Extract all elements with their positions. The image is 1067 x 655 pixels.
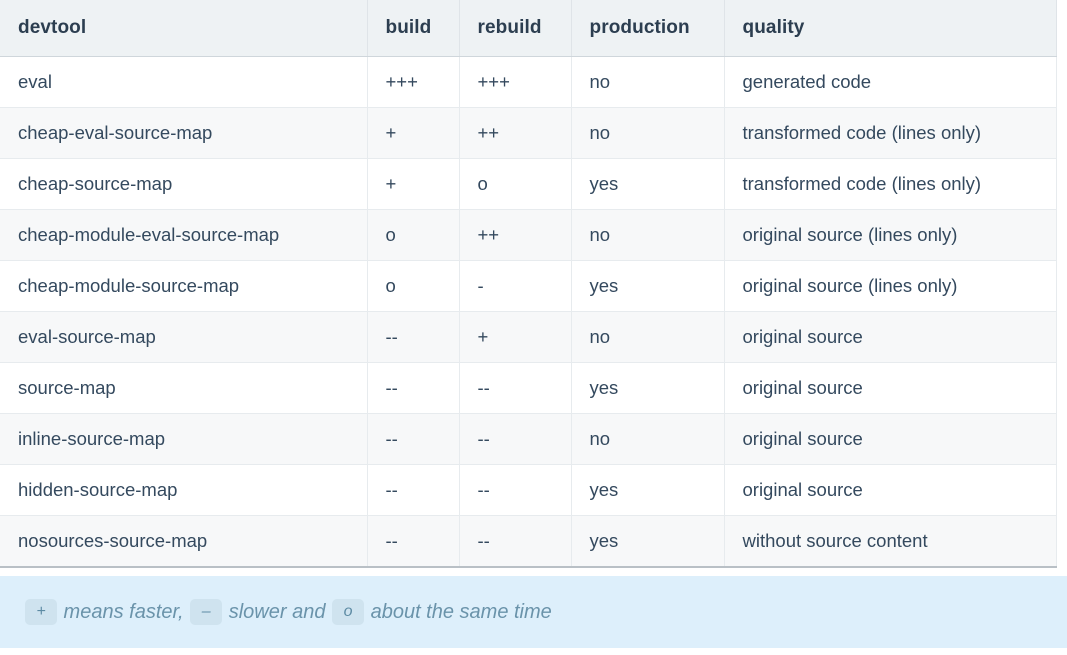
cell-build: --	[367, 464, 460, 516]
cell-rebuild: -	[459, 260, 572, 312]
cell-devtool: cheap-module-eval-source-map	[0, 209, 368, 261]
cell-rebuild: --	[459, 515, 572, 568]
devtool-table-container: devtool build rebuild production quality…	[0, 0, 1057, 568]
cell-rebuild: +++	[459, 56, 572, 108]
cell-devtool: source-map	[0, 362, 368, 414]
cell-devtool: nosources-source-map	[0, 515, 368, 568]
cell-production: no	[571, 209, 725, 261]
column-header-rebuild[interactable]: rebuild	[459, 0, 572, 57]
cell-production: no	[571, 311, 725, 363]
cell-rebuild: --	[459, 413, 572, 465]
cell-quality: without source content	[724, 515, 1057, 568]
legend-text-faster: means faster,	[58, 601, 190, 623]
cell-rebuild: ++	[459, 209, 572, 261]
cell-quality: original source	[724, 311, 1057, 363]
cell-production: yes	[571, 260, 725, 312]
cell-quality: original source (lines only)	[724, 209, 1057, 261]
column-header-production[interactable]: production	[571, 0, 725, 57]
cell-devtool: inline-source-map	[0, 413, 368, 465]
cell-production: yes	[571, 158, 725, 210]
cell-quality: original source	[724, 362, 1057, 414]
cell-build: +	[367, 158, 460, 210]
cell-quality: transformed code (lines only)	[724, 107, 1057, 159]
cell-build: --	[367, 413, 460, 465]
cell-rebuild: ++	[459, 107, 572, 159]
legend-text-slower: slower and	[223, 601, 332, 623]
column-header-build[interactable]: build	[367, 0, 460, 57]
legend-badge-plus: +	[25, 599, 57, 625]
cell-devtool: cheap-eval-source-map	[0, 107, 368, 159]
table-header: devtool build rebuild production quality	[0, 0, 1057, 57]
devtool-comparison-table: devtool build rebuild production quality…	[0, 0, 1057, 568]
cell-devtool: hidden-source-map	[0, 464, 368, 516]
cell-rebuild: +	[459, 311, 572, 363]
column-header-devtool[interactable]: devtool	[0, 0, 368, 57]
cell-build: --	[367, 311, 460, 363]
cell-quality: original source (lines only)	[724, 260, 1057, 312]
cell-rebuild: --	[459, 362, 572, 414]
cell-devtool: eval	[0, 56, 368, 108]
cell-production: no	[571, 107, 725, 159]
cell-build: o	[367, 260, 460, 312]
cell-production: yes	[571, 464, 725, 516]
cell-production: yes	[571, 362, 725, 414]
cell-build: --	[367, 515, 460, 568]
cell-production: no	[571, 56, 725, 108]
cell-build: o	[367, 209, 460, 261]
legend-note-text: + means faster, – slower and o about the…	[24, 599, 552, 625]
cell-quality: transformed code (lines only)	[724, 158, 1057, 210]
legend-badge-o: o	[332, 599, 365, 625]
cell-quality: original source	[724, 464, 1057, 516]
cell-production: yes	[571, 515, 725, 568]
cell-devtool: cheap-module-source-map	[0, 260, 368, 312]
cell-quality: original source	[724, 413, 1057, 465]
legend-text-same: about the same time	[365, 601, 552, 623]
legend-note: + means faster, – slower and o about the…	[0, 576, 1067, 648]
cell-devtool: eval-source-map	[0, 311, 368, 363]
cell-devtool: cheap-source-map	[0, 158, 368, 210]
cell-quality: generated code	[724, 56, 1057, 108]
cell-rebuild: --	[459, 464, 572, 516]
table-header-row: devtool build rebuild production quality	[0, 0, 1057, 57]
cell-build: +++	[367, 56, 460, 108]
cell-rebuild: o	[459, 158, 572, 210]
cell-build: --	[367, 362, 460, 414]
cell-build: +	[367, 107, 460, 159]
column-header-quality[interactable]: quality	[724, 0, 1057, 57]
legend-badge-minus: –	[190, 599, 223, 625]
cell-production: no	[571, 413, 725, 465]
